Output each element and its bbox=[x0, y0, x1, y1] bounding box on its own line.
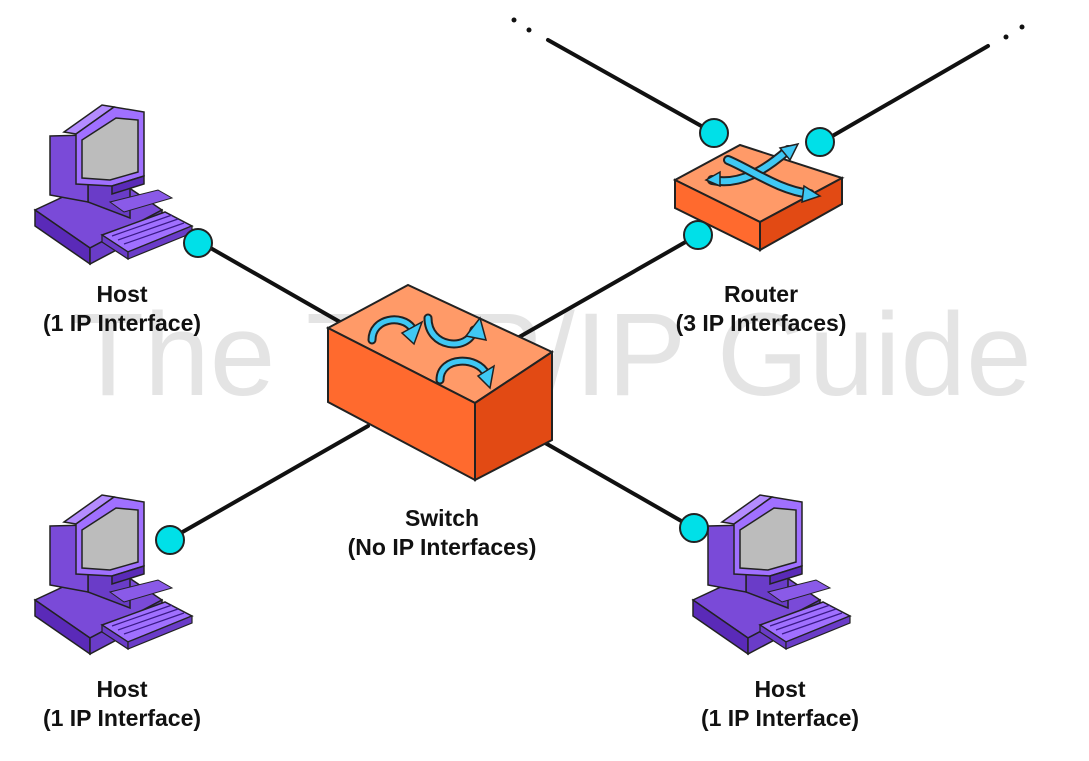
link-host-bottom-left-switch bbox=[170, 424, 370, 540]
router-interfaces: (3 IP Interfaces) bbox=[676, 310, 847, 336]
interface-host-bottom-left bbox=[155, 525, 185, 555]
switch-interfaces: (No IP Interfaces) bbox=[348, 534, 537, 560]
link-router-upstream-right bbox=[820, 44, 990, 144]
network-links bbox=[170, 38, 990, 540]
router-icon bbox=[672, 142, 845, 252]
host-bottom-right-interfaces: (1 IP Interface) bbox=[701, 705, 859, 731]
interface-router-upstream-left bbox=[699, 118, 729, 148]
link-host-top-left-switch bbox=[198, 240, 342, 324]
ip-interfaces bbox=[155, 118, 835, 555]
link-switch-router bbox=[512, 234, 698, 342]
computer-icon-top-left bbox=[34, 104, 193, 265]
host-bottom-left-name: Host bbox=[96, 676, 147, 702]
computer-icon-bottom-left bbox=[34, 494, 193, 655]
interface-host-top-left bbox=[183, 228, 213, 258]
switch-icon bbox=[325, 283, 555, 482]
link-router-upstream-left bbox=[546, 38, 714, 134]
computer-icon-bottom-right bbox=[692, 494, 851, 655]
link-switch-host-bottom-right bbox=[538, 438, 692, 528]
interface-host-bottom-right bbox=[679, 513, 709, 543]
interface-router-upstream-right bbox=[805, 127, 835, 157]
interface-router-switch-side bbox=[683, 220, 713, 250]
host-top-left-name: Host bbox=[96, 281, 147, 307]
device-labels: Host (1 IP Interface) Router (3 IP Inter… bbox=[43, 281, 859, 731]
host-bottom-left-interfaces: (1 IP Interface) bbox=[43, 705, 201, 731]
host-top-left-interfaces: (1 IP Interface) bbox=[43, 310, 201, 336]
host-bottom-right-name: Host bbox=[754, 676, 805, 702]
link-continuation-dots bbox=[511, 17, 1025, 40]
router-name: Router bbox=[724, 281, 798, 307]
switch-name: Switch bbox=[405, 505, 479, 531]
